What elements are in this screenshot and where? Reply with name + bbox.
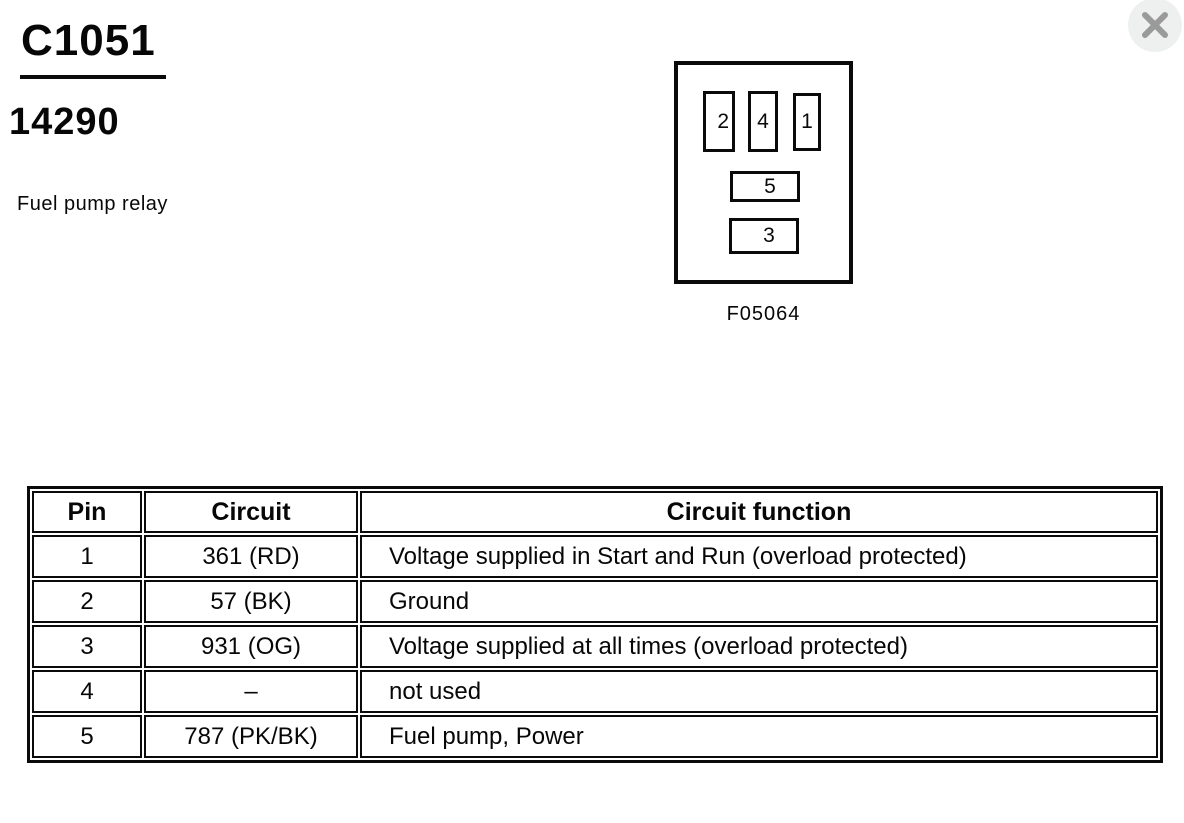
cell-circuit: 361 (RD) [144, 535, 358, 578]
column-header-circuit: Circuit [144, 491, 358, 533]
connector-pin-2: 2 [703, 91, 735, 152]
component-description: Fuel pump relay [17, 193, 168, 215]
cell-function: Ground [360, 580, 1158, 623]
cell-function: Fuel pump, Power [360, 715, 1158, 758]
cell-circuit: 787 (PK/BK) [144, 715, 358, 758]
cell-circuit: – [144, 670, 358, 713]
close-icon [1138, 8, 1172, 42]
cell-function: Voltage supplied in Start and Run (overl… [360, 535, 1158, 578]
pin-label: 1 [801, 110, 813, 133]
cell-pin: 2 [32, 580, 142, 623]
figure-label: F05064 [726, 303, 801, 325]
table-row: 3 931 (OG) Voltage supplied at all times… [32, 625, 1158, 668]
connector-diagram: 2 4 1 5 3 [674, 61, 853, 284]
table-row: 1 361 (RD) Voltage supplied in Start and… [32, 535, 1158, 578]
close-button[interactable] [1128, 0, 1182, 52]
part-number-heading: 14290 [9, 101, 120, 143]
table-row: 2 57 (BK) Ground [32, 580, 1158, 623]
table-row: 4 – not used [32, 670, 1158, 713]
connector-pin-3: 3 [729, 218, 799, 254]
cell-function: not used [360, 670, 1158, 713]
connector-id-heading: C1051 [20, 16, 166, 79]
pin-table: Pin Circuit Circuit function 1 361 (RD) … [27, 486, 1163, 763]
cell-pin: 5 [32, 715, 142, 758]
pin-label: 3 [763, 224, 775, 247]
connector-pin-4: 4 [748, 91, 778, 152]
cell-circuit: 57 (BK) [144, 580, 358, 623]
cell-pin: 4 [32, 670, 142, 713]
pin-label: 5 [764, 174, 776, 198]
connector-pin-1: 1 [793, 93, 821, 151]
table-header-row: Pin Circuit Circuit function [32, 491, 1158, 533]
column-header-pin: Pin [32, 491, 142, 533]
pin-label: 4 [757, 109, 769, 133]
cell-circuit: 931 (OG) [144, 625, 358, 668]
column-header-function: Circuit function [360, 491, 1158, 533]
cell-pin: 1 [32, 535, 142, 578]
cell-pin: 3 [32, 625, 142, 668]
table-row: 5 787 (PK/BK) Fuel pump, Power [32, 715, 1158, 758]
pin-label: 2 [717, 109, 729, 133]
cell-function: Voltage supplied at all times (overload … [360, 625, 1158, 668]
connector-pin-5: 5 [730, 171, 800, 202]
